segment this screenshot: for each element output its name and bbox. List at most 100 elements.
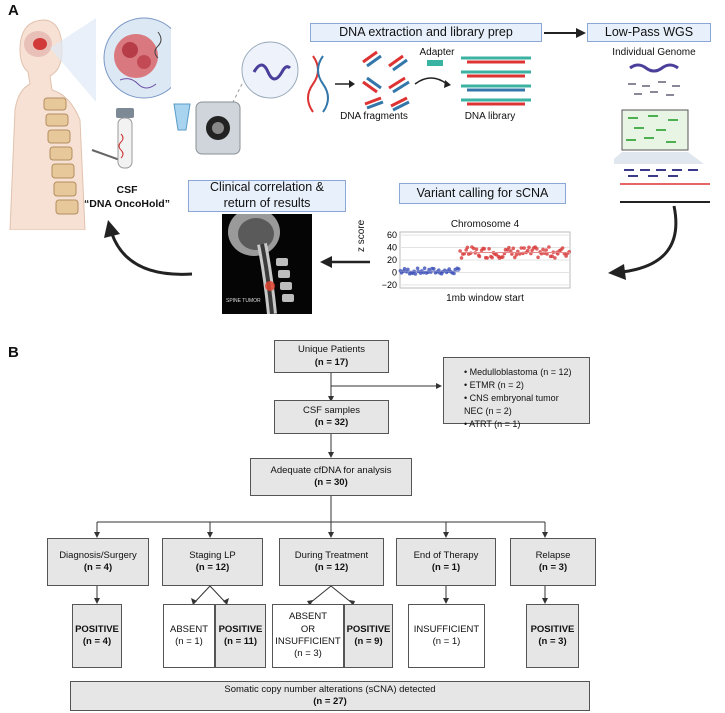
chart-point [560, 246, 565, 250]
outcome-line3: INSUFFICIENT [275, 636, 341, 647]
box-treatment-positive: POSITIVE (n = 9) [344, 604, 393, 668]
csf-label: CSF [116, 184, 138, 196]
outcome-line1: ABSENT [288, 611, 327, 623]
chart-point [544, 248, 548, 252]
mri-caption: SPINE TUMOR [226, 298, 261, 304]
outcome-title: POSITIVE [530, 623, 575, 635]
outcome-title: ABSENT [169, 623, 208, 635]
category-title: End of Therapy [413, 549, 479, 561]
outcome-n: (n = 1) [175, 636, 203, 647]
outcome-title: POSITIVE [218, 623, 263, 635]
detected-title: Somatic copy number alterations (sCNA) d… [224, 683, 436, 695]
chart-point [514, 252, 519, 257]
chart-point [482, 247, 487, 251]
chart-point [509, 249, 513, 253]
outcome-line2: OR [300, 623, 316, 635]
csf-sublabel: “DNA OncoHold” [84, 198, 170, 211]
chart-point [541, 247, 545, 252]
step-clinical-line2: return of results [223, 196, 311, 210]
outcome-n: (n = 4) [82, 636, 112, 647]
chart-point [415, 266, 420, 271]
chart-y-tick-label: 60 [387, 230, 397, 240]
category-n: (n = 12) [195, 562, 230, 573]
chart-point [550, 254, 554, 258]
chart-point [477, 254, 482, 259]
box-diagnoses: Medulloblastoma (n = 12) ETMR (n = 2) CN… [443, 357, 590, 429]
wgs-illustration [614, 63, 710, 203]
category-n: (n = 12) [314, 562, 349, 573]
outcome-n: (n = 9) [354, 636, 383, 647]
csf-samples-n: (n = 32) [314, 417, 349, 428]
outcome-title: INSUFFICIENT [413, 623, 480, 635]
category-title: During Treatment [294, 549, 369, 561]
chart-point [510, 252, 514, 256]
adapter-label: Adapter [419, 47, 455, 58]
chart-point [465, 245, 470, 250]
chart-point [471, 246, 476, 251]
genome-label: Individual Genome [612, 47, 696, 58]
mri-image: SPINE TUMOR [222, 214, 312, 314]
chart-point [535, 247, 539, 251]
chart-point [519, 246, 524, 250]
outcome-title: POSITIVE [75, 623, 119, 635]
chart-point [402, 267, 407, 271]
chart-point [458, 249, 462, 253]
box-csf-samples: CSF samples (n = 32) [274, 400, 389, 434]
csf-tube-icon [116, 108, 134, 169]
chart-point [507, 245, 511, 250]
unique-patients-title: Unique Patients [297, 344, 366, 356]
chart-y-tick-label: 0 [392, 267, 397, 277]
chart-point [406, 267, 410, 272]
chart-point [474, 247, 479, 251]
chart-point [427, 267, 431, 272]
adequate-title: Adequate cfDNA for analysis [270, 464, 392, 476]
dna-fragments-library-illustration [307, 50, 531, 113]
chart-point [413, 272, 418, 276]
box-treatment-absent: ABSENT OR INSUFFICIENT (n = 3) [272, 604, 344, 668]
panel-a-label: A [8, 2, 19, 19]
chart-point [432, 267, 436, 271]
chart-point [527, 245, 531, 250]
outcome-n: (n = 3) [538, 636, 567, 647]
fragments-label: DNA fragments [340, 111, 408, 122]
box-dx-positive: POSITIVE (n = 4) [72, 604, 122, 668]
box-during-treatment: During Treatment (n = 12) [279, 538, 384, 586]
panel-b-label: B [8, 344, 19, 361]
chart-point [501, 255, 505, 259]
extraction-equipment [173, 41, 299, 155]
chart-y-tick-label: 40 [387, 243, 397, 253]
arrow-to-variant [608, 205, 678, 280]
arrow-to-wgs [544, 28, 586, 38]
chart-y-tick-label: −20 [382, 280, 397, 290]
mri-graphic [228, 214, 294, 314]
box-staging-absent: ABSENT (n = 1) [163, 604, 215, 668]
box-relapse: Relapse (n = 3) [510, 538, 596, 586]
chart-point [513, 255, 517, 260]
chart-point [485, 256, 489, 260]
chart-point [511, 246, 516, 251]
chart-point [526, 248, 530, 253]
step-variant-calling: Variant calling for sCNA [399, 183, 566, 204]
chart-point [487, 247, 491, 251]
chart-xlabel: 1mb window start [446, 293, 524, 304]
outcome-n: (n = 11) [224, 636, 257, 647]
child-spine-illustration [9, 19, 120, 230]
category-n: (n = 1) [431, 562, 461, 573]
chart-point [452, 271, 456, 276]
chart-point [422, 266, 427, 270]
step-extraction: DNA extraction and library prep [310, 23, 542, 42]
chart-point [547, 245, 551, 249]
box-end-of-therapy: End of Therapy (n = 1) [396, 538, 496, 586]
box-staging-lp: Staging LP (n = 12) [162, 538, 263, 586]
csf-samples-title: CSF samples [302, 404, 360, 416]
adequate-n: (n = 30) [314, 477, 348, 488]
box-end-insufficient: INSUFFICIENT (n = 1) [408, 604, 485, 668]
chart-point [545, 252, 549, 256]
diagnosis-item: CNS embryonal tumor NEC (n = 2) [464, 392, 579, 418]
chart-point [490, 255, 494, 260]
chart-point [553, 256, 557, 260]
step-clinical: Clinical correlation & return of results [188, 180, 346, 212]
diagnosis-item: Medulloblastoma (n = 12) [464, 366, 579, 379]
library-label: DNA library [464, 111, 516, 122]
